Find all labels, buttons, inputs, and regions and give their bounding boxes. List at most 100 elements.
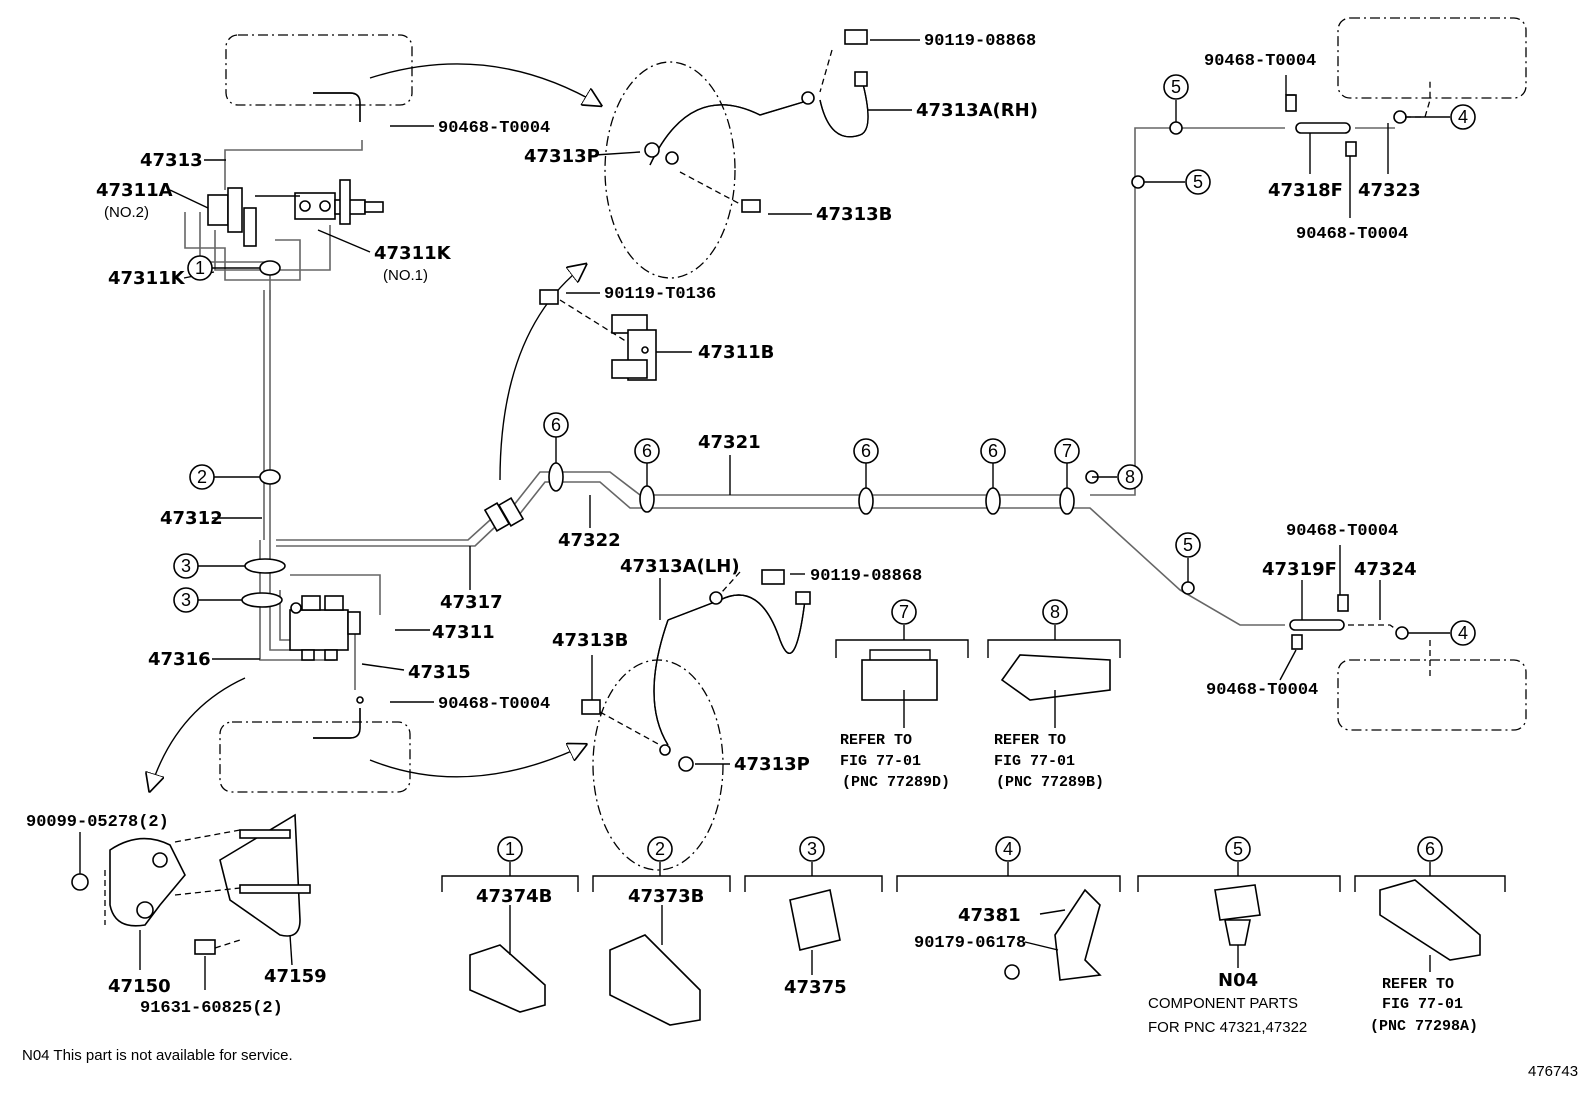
label-90468-T0004-c: 90468-T0004: [1204, 52, 1316, 71]
callout-4c: 4: [995, 836, 1021, 862]
part-labels: 90119-08868 47313A(RH) 47313P 47313B 904…: [26, 32, 1421, 1018]
lower-left-reference-panel: [219, 696, 585, 793]
label-47311B: 47311B: [698, 342, 774, 363]
svg-text:3: 3: [181, 590, 191, 610]
label-no2: (NO.2): [104, 204, 149, 221]
clip-8-drawing: [1000, 654, 1111, 701]
svg-text:FIG 77-01: FIG 77-01: [994, 753, 1075, 770]
svg-text:6: 6: [861, 441, 871, 461]
callout-circles: 1 2 3 3 6 6 6 6 7 8 5 5 4 5 4 7 8 1 2 3 …: [173, 74, 1476, 862]
callout-4a: 4: [1450, 104, 1476, 130]
label-90099-05278: 90099-05278(2): [26, 813, 169, 832]
upper-left-reference-panel: [225, 34, 600, 122]
svg-text:4: 4: [1458, 107, 1468, 127]
label-47318F: 47318F: [1268, 180, 1343, 201]
svg-text:1: 1: [505, 839, 515, 859]
callout-2a: 2: [189, 464, 215, 490]
callout-5a: 5: [1163, 74, 1189, 100]
svg-text:7: 7: [899, 602, 909, 622]
svg-text:4: 4: [1458, 623, 1468, 643]
label-47322: 47322: [558, 530, 621, 551]
svg-text:4: 4: [1003, 839, 1013, 859]
callout-6e: 6: [1417, 836, 1443, 862]
callout-6b: 6: [634, 438, 660, 464]
svg-text:6: 6: [551, 415, 561, 435]
svg-text:(PNC 77289D): (PNC 77289D): [842, 774, 950, 791]
label-90119-08868-mid: 90119-08868: [810, 567, 922, 586]
callout-4b: 4: [1450, 620, 1476, 646]
legend-47374B: 47374B: [476, 886, 552, 907]
bracket-assembly-47150: [71, 813, 311, 955]
label-90468-T0004-e: 90468-T0004: [1286, 522, 1398, 541]
svg-text:5: 5: [1183, 535, 1193, 555]
label-47312: 47312: [160, 508, 223, 529]
label-47323: 47323: [1358, 180, 1421, 201]
callout-8a: 8: [1117, 464, 1143, 490]
clip-7-drawing: [861, 649, 938, 701]
footer-note: N04 This part is not available for servi…: [22, 1047, 293, 1064]
callout-8b: 8: [1042, 599, 1068, 625]
callout-7a: 7: [1054, 438, 1080, 464]
svg-text:1: 1: [195, 258, 205, 278]
label-47313A-LH: 47313A(LH): [620, 556, 740, 577]
label-47321: 47321: [698, 432, 761, 453]
svg-text:3: 3: [807, 839, 817, 859]
callout-6d: 6: [980, 438, 1006, 464]
callout-5b: 5: [1185, 169, 1211, 195]
svg-text:6: 6: [642, 441, 652, 461]
rh-hose-detail: [604, 29, 869, 279]
lh-hose-detail: [581, 569, 811, 871]
callout-1b: 1: [497, 836, 523, 862]
master-cylinder-assembly: [184, 140, 384, 300]
svg-text:5: 5: [1233, 839, 1243, 859]
legend-47373B: 47373B: [628, 886, 704, 907]
leader-lines: [79, 39, 1450, 990]
callout-3a: 3: [173, 553, 199, 579]
callout-3c: 3: [799, 836, 825, 862]
label-47311K-right: 47311K: [374, 243, 452, 264]
legend-47381: 47381: [958, 905, 1021, 926]
label-90119-T0136: 90119-T0136: [604, 285, 716, 304]
valve-47311: [289, 595, 361, 661]
label-91631-60825: 91631-60825(2): [140, 999, 283, 1018]
legend-for-pnc: FOR PNC 47321,47322: [1148, 1019, 1307, 1036]
label-47313P-top: 47313P: [524, 146, 600, 167]
svg-text:FIG 77-01: FIG 77-01: [840, 753, 921, 770]
label-47311A: 47311A: [96, 180, 173, 201]
svg-text:5: 5: [1171, 77, 1181, 97]
legend-brackets: [441, 625, 1506, 892]
callout-5c: 5: [1175, 532, 1201, 558]
callout-7b: 7: [891, 599, 917, 625]
legend-component-parts: COMPONENT PARTS: [1148, 995, 1298, 1012]
svg-text:3: 3: [181, 556, 191, 576]
label-47313B-mid: 47313B: [552, 630, 628, 651]
brake-lines: [259, 127, 1285, 690]
label-47159: 47159: [264, 966, 327, 987]
label-47313: 47313: [140, 150, 203, 171]
label-47319F: 47319F: [1262, 559, 1337, 580]
label-90468-T0004-d: 90468-T0004: [1296, 225, 1408, 244]
label-90468-T0004-a: 90468-T0004: [438, 119, 550, 138]
junction-47317: [483, 497, 525, 532]
label-47313P-mid: 47313P: [734, 754, 810, 775]
label-47317: 47317: [440, 592, 503, 613]
svg-text:REFER TO: REFER TO: [840, 732, 912, 749]
label-no1: (NO.1): [383, 267, 428, 284]
svg-text:(PNC 77289B): (PNC 77289B): [996, 774, 1104, 791]
label-47311K-left: 47311K: [108, 268, 186, 289]
label-90119-08868-top: 90119-08868: [924, 32, 1036, 51]
label-47313A-RH: 47313A(RH): [916, 100, 1038, 121]
label-47311: 47311: [432, 622, 495, 643]
label-47315: 47315: [408, 662, 471, 683]
label-47313B-top: 47313B: [816, 204, 892, 225]
label-47324: 47324: [1354, 559, 1417, 580]
clip-references: REFER TO FIG 77-01 (PNC 77289D) REFER TO…: [840, 732, 1104, 791]
pipe-clips: [241, 121, 1195, 608]
legend-labels: 47374B 47373B 47375 47381 90179-06178 N0…: [476, 886, 1478, 1036]
callout-1a: 1: [187, 255, 213, 281]
callout-3b: 3: [173, 587, 199, 613]
svg-text:REFER TO: REFER TO: [994, 732, 1066, 749]
label-90468-T0004-b: 90468-T0004: [438, 695, 550, 714]
right-rear-hoses: [1285, 17, 1527, 731]
